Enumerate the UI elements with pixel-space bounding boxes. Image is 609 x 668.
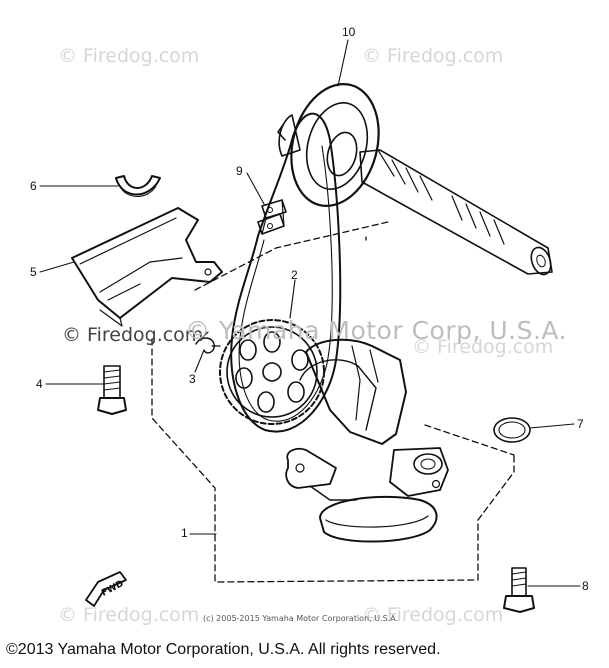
part-number-10: 10 <box>342 25 356 39</box>
part-number-8: 8 <box>582 579 589 593</box>
drive-chain <box>230 112 342 433</box>
chain-cover <box>71 207 223 327</box>
part-number-1: 1 <box>181 526 188 540</box>
part-number-3: 3 <box>189 372 196 386</box>
o-ring <box>493 417 531 443</box>
part-number-9: 9 <box>236 164 243 178</box>
watermark-firedog-dark: © Firedog.com <box>62 324 204 346</box>
watermark-firedog: © Firedog.com <box>58 604 200 626</box>
driven-sprocket <box>219 319 325 425</box>
watermark-firedog: © Firedog.com <box>58 45 200 67</box>
watermark-firedog: © Firedog.com <box>362 604 504 626</box>
assembly-outline <box>151 221 515 583</box>
bolt-part-4 <box>97 365 127 415</box>
forward-arrow <box>85 571 127 607</box>
oil-pump-body <box>285 338 449 543</box>
part-number-5: 5 <box>30 265 37 279</box>
watermark-firedog: © Firedog.com <box>362 45 504 67</box>
clip-part <box>115 175 161 197</box>
part-number-7: 7 <box>577 417 584 431</box>
bolt-part-8 <box>503 567 535 613</box>
part-number-6: 6 <box>30 179 37 193</box>
drive-sprocket-shaft <box>277 83 553 276</box>
part-number-2: 2 <box>291 268 298 282</box>
leader-lines <box>39 39 581 587</box>
spring-clip <box>195 331 221 354</box>
watermark-yamaha: © Yamaha Motor Corp, U.S.A. <box>185 316 568 345</box>
part-number-4: 4 <box>36 377 43 391</box>
small-copyright: (c) 2005-2015 Yamaha Motor Corporation, … <box>203 614 399 623</box>
footer-copyright: ©2013 Yamaha Motor Corporation, U.S.A. A… <box>6 641 441 658</box>
watermark-firedog: © Firedog.com <box>412 336 554 358</box>
master-link <box>257 199 287 235</box>
